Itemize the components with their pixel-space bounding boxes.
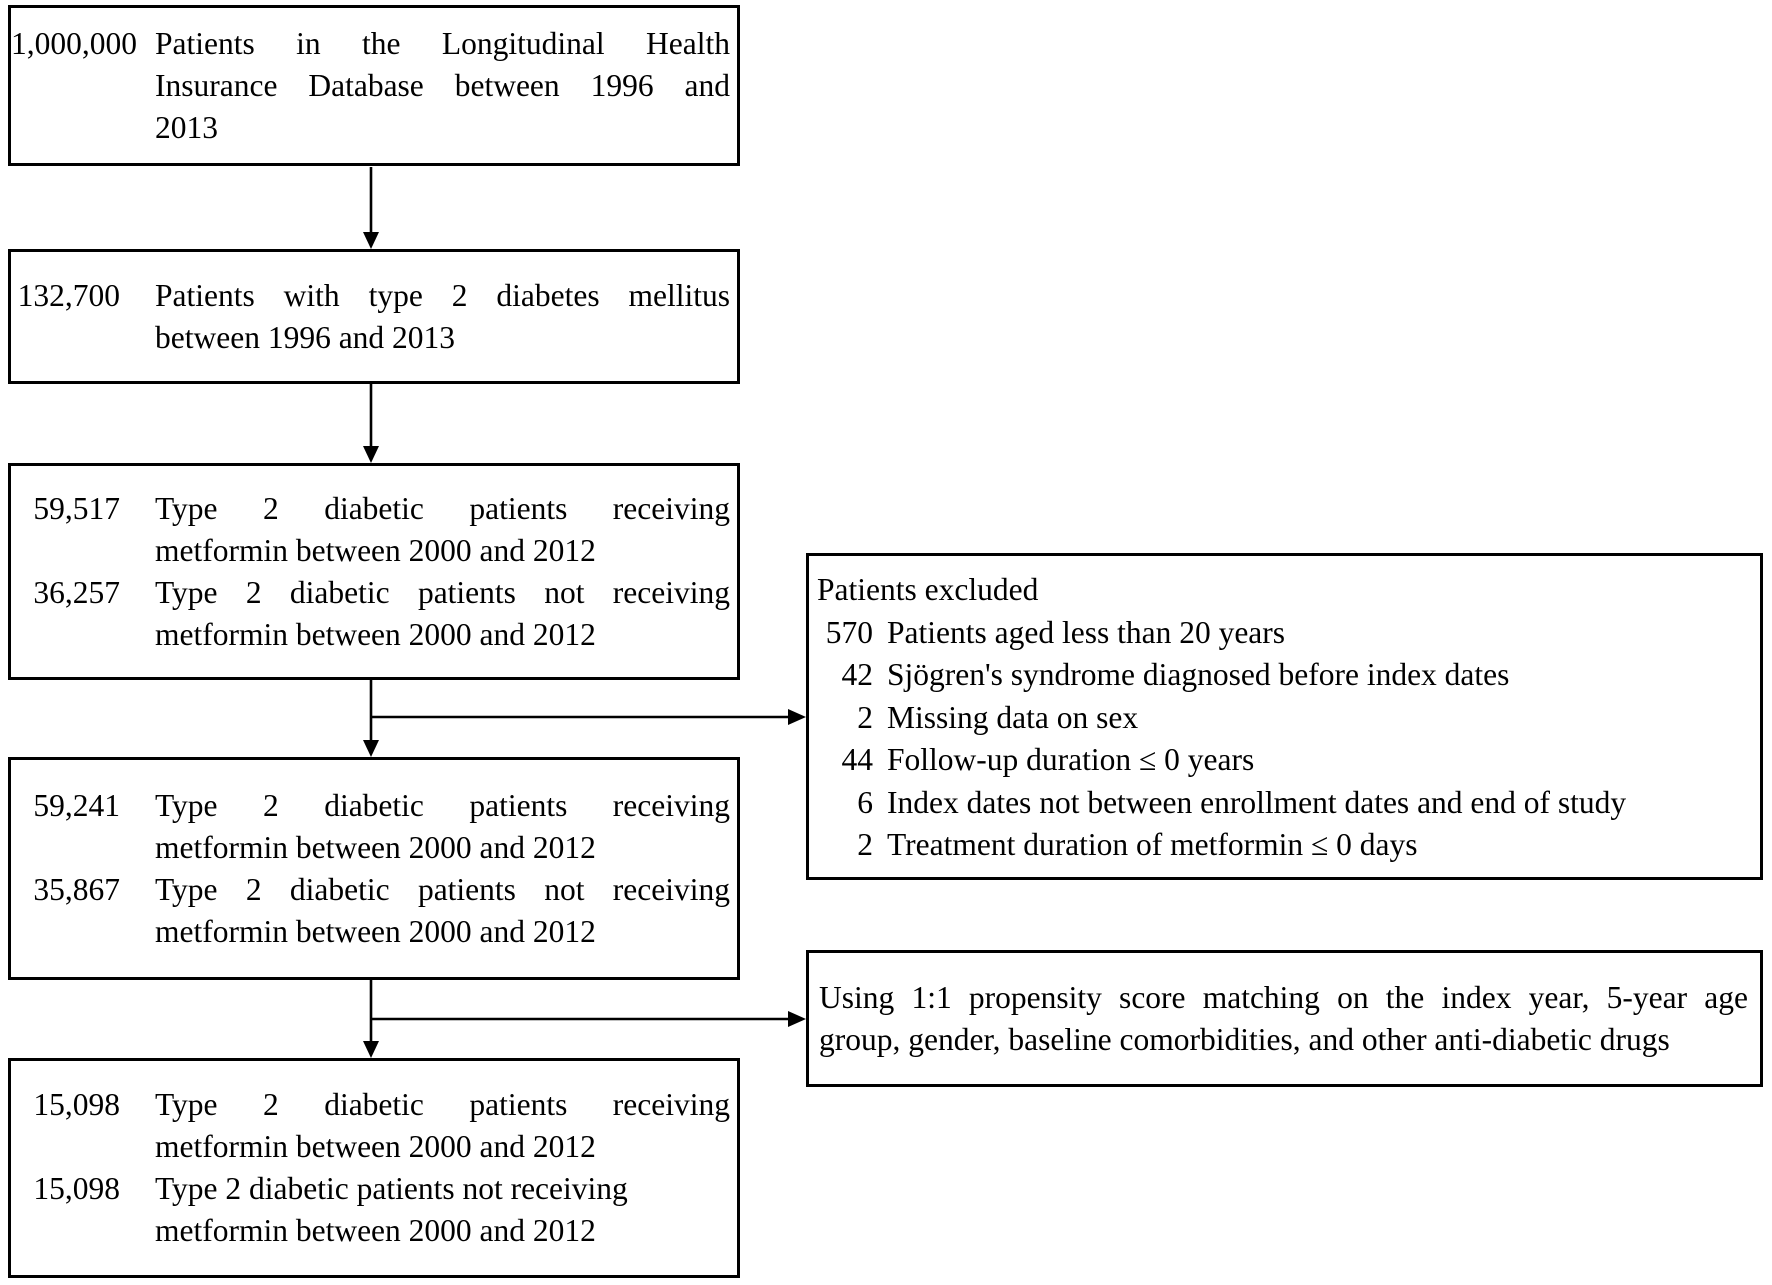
patient-count: 35,867 bbox=[33, 871, 120, 907]
cohort-description: Patients with type 2 diabetes mellitus b… bbox=[155, 277, 730, 355]
patient-count: 1,000,000 bbox=[11, 25, 137, 61]
patient-count: 15,098 bbox=[33, 1171, 120, 1206]
cohort-entry: 59,241 Type 2 diabetic patients receivin… bbox=[11, 785, 737, 869]
arrowhead-right-icon bbox=[788, 1011, 806, 1027]
cohort-entry: 132,700 Patients with type 2 diabetes me… bbox=[11, 275, 737, 359]
cohort-entry: 59,517 Type 2 diabetic patients receivin… bbox=[11, 488, 737, 572]
cohort-description: Type 2 diabetic patients not receiving m… bbox=[155, 871, 730, 949]
excluded-row: 570 Patients aged less than 20 years bbox=[817, 612, 1750, 655]
excluded-count: 44 bbox=[841, 742, 874, 777]
matching-description: Using 1:1 propensity score matching on t… bbox=[819, 979, 1748, 1015]
arrowhead-down-icon bbox=[363, 740, 379, 757]
cohort-description: Type 2 diabetic patients receiving metfo… bbox=[155, 787, 730, 865]
matching-description: group, gender, baseline comorbidities, a… bbox=[819, 1021, 1670, 1057]
patient-count: 59,241 bbox=[33, 787, 120, 823]
cohort-entry: 1,000,000 Patients in the Longitudinal H… bbox=[11, 23, 737, 149]
cohort-description: Type 2 diabetic patients not receiving m… bbox=[155, 574, 730, 652]
patient-count: 15,098 bbox=[33, 1087, 120, 1122]
excluded-reason: Treatment duration of metformin ≤ 0 days bbox=[887, 827, 1418, 862]
arrowhead-down-icon bbox=[363, 446, 379, 463]
cohort-description: Patients in the Longitudinal Health Insu… bbox=[155, 25, 730, 145]
cohort-box-source-population: 1,000,000 Patients in the Longitudinal H… bbox=[8, 5, 740, 166]
propensity-matching-box: Using 1:1 propensity score matching on t… bbox=[806, 950, 1763, 1087]
arrowhead-down-icon bbox=[363, 232, 379, 249]
excluded-count: 2 bbox=[857, 827, 873, 862]
cohort-description: Type 2 diabetic patients not receiving m… bbox=[155, 1171, 628, 1248]
patient-count: 132,700 bbox=[17, 277, 120, 313]
excluded-reason: Follow-up duration ≤ 0 years bbox=[887, 742, 1255, 777]
cohort-entry: 36,257 Type 2 diabetic patients not rece… bbox=[11, 572, 737, 656]
cohort-box-matched: 15,098 Type 2 diabetic patients receivin… bbox=[8, 1058, 740, 1278]
cohort-description: Type 2 diabetic patients receiving metfo… bbox=[155, 1087, 730, 1164]
excluded-reason: Patients aged less than 20 years bbox=[887, 614, 1286, 650]
arrowhead-right-icon bbox=[788, 709, 806, 725]
patient-count: 59,517 bbox=[33, 490, 120, 526]
cohort-box-after-exclusion: 59,241 Type 2 diabetic patients receivin… bbox=[8, 757, 740, 980]
excluded-row: 2 Missing data on sex bbox=[817, 697, 1750, 740]
excluded-count: 2 bbox=[857, 699, 873, 735]
cohort-entry: 15,098 Type 2 diabetic patients receivin… bbox=[11, 1084, 737, 1168]
excluded-row: 6 Index dates not between enrollment dat… bbox=[817, 782, 1750, 825]
cohort-entry: 35,867 Type 2 diabetic patients not rece… bbox=[11, 869, 737, 953]
excluded-reason: Index dates not between enrollment dates… bbox=[887, 784, 1627, 820]
excluded-row: 44 Follow-up duration ≤ 0 years bbox=[817, 739, 1750, 782]
patient-count: 36,257 bbox=[33, 574, 120, 610]
excluded-patients-box: Patients excluded 570 Patients aged less… bbox=[806, 553, 1763, 880]
excluded-row: 42 Sjögren's syndrome diagnosed before i… bbox=[817, 654, 1750, 697]
excluded-count: 42 bbox=[841, 657, 874, 692]
excluded-row: 2 Treatment duration of metformin ≤ 0 da… bbox=[817, 824, 1750, 867]
cohort-box-type2-diabetes: 132,700 Patients with type 2 diabetes me… bbox=[8, 249, 740, 384]
excluded-count: 6 bbox=[857, 784, 873, 820]
excluded-reason: Sjögren's syndrome diagnosed before inde… bbox=[887, 657, 1510, 692]
excluded-title: Patients excluded bbox=[817, 572, 1039, 607]
excluded-count: 570 bbox=[825, 614, 873, 650]
arrowhead-down-icon bbox=[363, 1041, 379, 1058]
cohort-description: Type 2 diabetic patients receiving metfo… bbox=[155, 490, 730, 568]
cohort-box-before-exclusion: 59,517 Type 2 diabetic patients receivin… bbox=[8, 463, 740, 680]
excluded-reason: Missing data on sex bbox=[887, 699, 1139, 735]
cohort-entry: 15,098 Type 2 diabetic patients not rece… bbox=[11, 1168, 737, 1252]
